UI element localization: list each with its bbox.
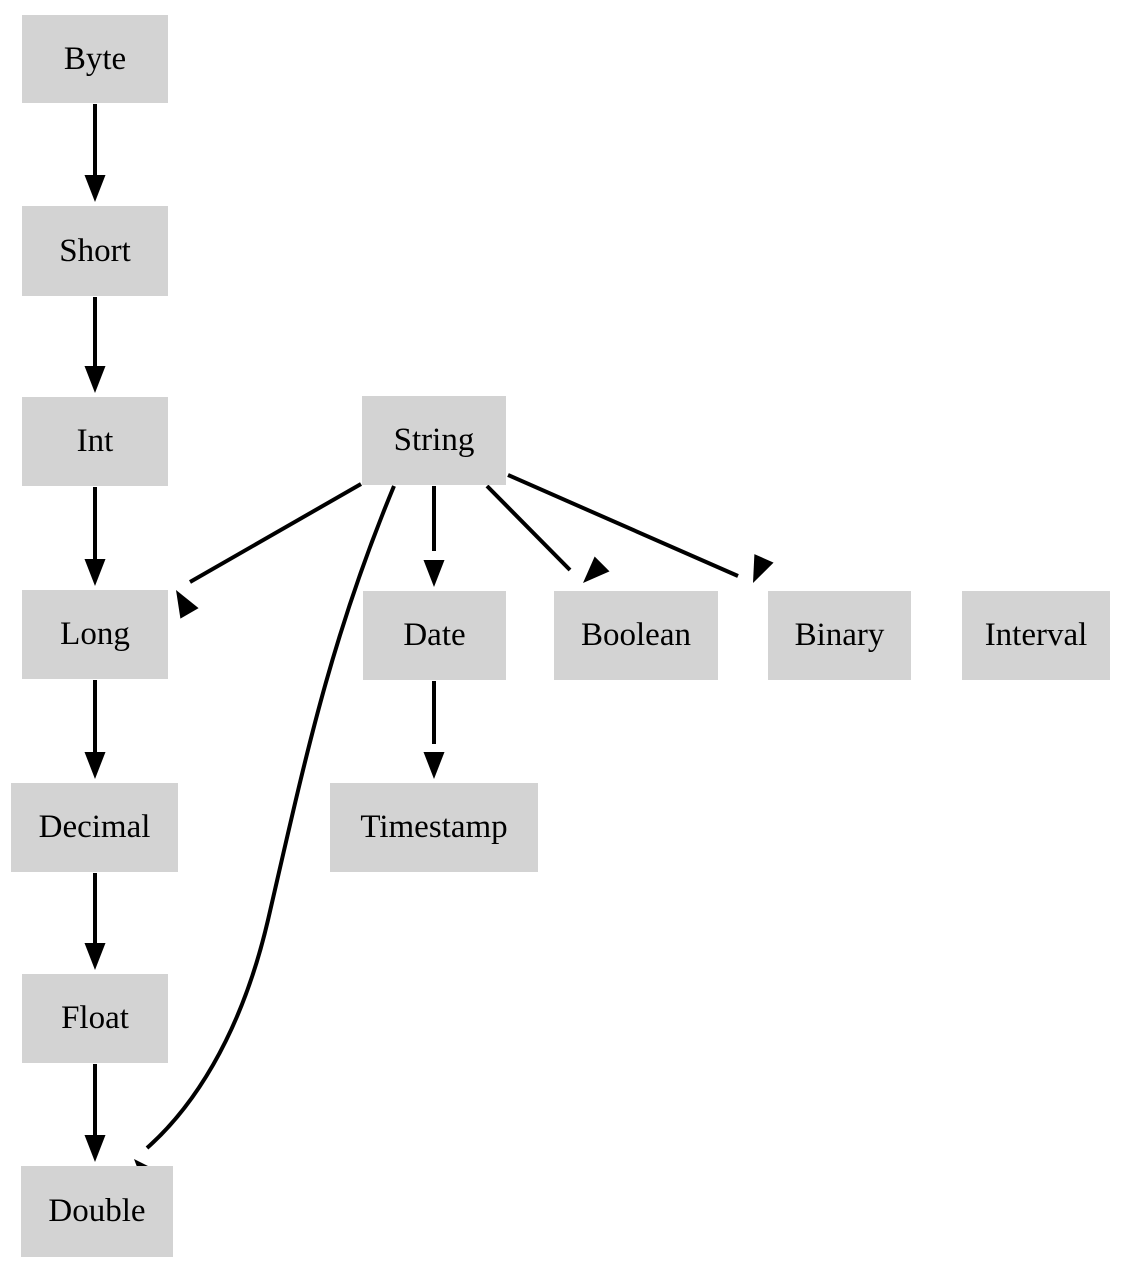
node-byte[interactable]: Byte	[22, 15, 168, 103]
node-label: Binary	[794, 617, 885, 653]
node-label: Boolean	[581, 617, 691, 653]
node-label: Float	[61, 1000, 129, 1036]
node-label: Decimal	[38, 809, 151, 845]
node-timestamp[interactable]: Timestamp	[330, 783, 538, 872]
node-label: Date	[403, 617, 466, 653]
node-label: Long	[60, 616, 130, 652]
node-label: Byte	[63, 40, 127, 77]
arrowhead-decimal-float	[84, 943, 106, 970]
node-string[interactable]: String	[362, 396, 506, 485]
edge-string-long	[189, 482, 362, 584]
edge-string-binary	[507, 473, 739, 578]
node-label: Timestamp	[360, 809, 508, 845]
arrowhead-short-int	[84, 366, 106, 393]
arrowhead-float-double	[84, 1135, 106, 1162]
node-long[interactable]: Long	[22, 590, 168, 679]
arrowhead-date-timestamp	[423, 752, 445, 779]
edge-string-boolean	[485, 484, 572, 572]
node-short[interactable]: Short	[22, 206, 168, 296]
node-float[interactable]: Float	[22, 974, 168, 1063]
arrowhead-string-binary	[753, 554, 774, 583]
node-label: Int	[76, 423, 114, 459]
node-date[interactable]: Date	[363, 591, 506, 680]
arrowhead-string-long	[176, 590, 199, 619]
node-int[interactable]: Int	[22, 397, 168, 486]
arrowhead-int-long	[84, 559, 106, 586]
node-binary[interactable]: Binary	[768, 591, 911, 680]
node-label: Interval	[984, 617, 1088, 653]
node-label: Double	[48, 1193, 146, 1229]
arrowhead-string-date	[423, 560, 445, 587]
node-label: Short	[59, 232, 131, 269]
arrowhead-byte-short	[84, 175, 106, 202]
node-label: String	[393, 422, 475, 458]
arrowhead-long-decimal	[84, 752, 106, 779]
node-decimal[interactable]: Decimal	[11, 783, 178, 872]
node-boolean[interactable]: Boolean	[554, 591, 718, 680]
node-interval[interactable]: Interval	[962, 591, 1110, 680]
node-double[interactable]: Double	[21, 1166, 173, 1257]
arrowhead-string-boolean	[583, 556, 610, 583]
